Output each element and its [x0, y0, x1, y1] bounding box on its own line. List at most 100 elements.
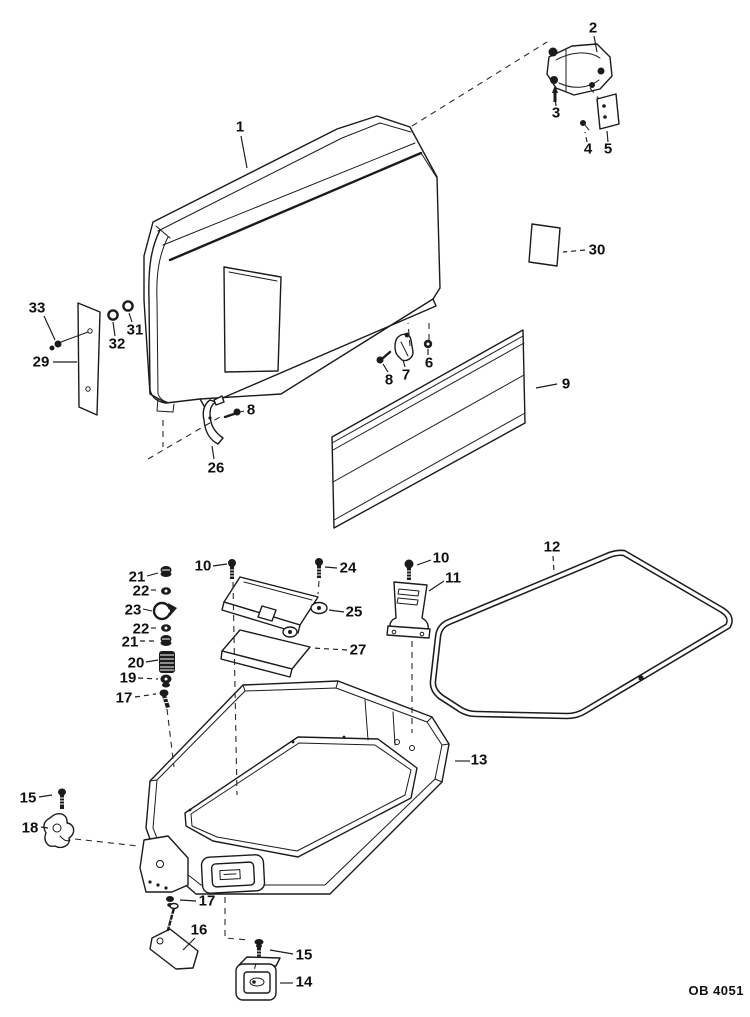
leader-line-9	[535, 383, 558, 389]
leader-line-5	[606, 130, 609, 143]
leader-line-8b	[239, 410, 245, 413]
part-label-21b: 21	[122, 634, 139, 651]
leader-line-11	[428, 580, 445, 592]
leader-line-15a	[38, 794, 53, 798]
part-bottom-cowl	[139, 680, 450, 907]
leader-line-17a	[134, 693, 157, 698]
hardware-column	[152, 566, 177, 708]
leader-line-32	[112, 321, 116, 337]
part-label-17a: 17	[116, 690, 133, 707]
part-label-9: 9	[562, 376, 570, 393]
part-label-10a: 10	[195, 558, 212, 575]
part-label-13: 13	[471, 752, 488, 769]
part-label-31: 31	[127, 322, 144, 339]
figure-code: OB 4051	[688, 983, 744, 998]
part-label-27: 27	[350, 642, 367, 659]
part-label-26: 26	[208, 460, 225, 477]
part-plate-5	[596, 93, 620, 130]
part-grommet-31	[122, 300, 134, 312]
part-label-29: 29	[33, 354, 50, 371]
cowl-side-bracket	[139, 835, 189, 893]
leader-line-23	[142, 608, 153, 612]
part-screw-33	[49, 331, 89, 351]
part-clip-7	[394, 332, 414, 362]
part-label-10b: 10	[433, 550, 450, 567]
part-hook-18	[43, 813, 75, 849]
seal-joint-mark	[638, 675, 644, 681]
part-label-3: 3	[552, 105, 560, 122]
leader-line-26	[211, 445, 215, 460]
part-label-22a: 22	[133, 583, 150, 600]
part-label-7: 7	[402, 367, 410, 384]
leader-line-31	[128, 312, 133, 323]
leader-line-4	[584, 131, 588, 143]
part-latch-assembly	[546, 43, 613, 96]
leader-line-25	[328, 609, 345, 613]
leader-line-12	[552, 555, 555, 573]
part-label-18: 18	[22, 820, 39, 837]
part-label-12: 12	[544, 539, 561, 556]
part-label-23: 23	[125, 602, 142, 619]
part-label-1: 1	[236, 119, 244, 136]
leader-line-16	[182, 937, 196, 951]
latch-pin	[548, 47, 558, 57]
part-nut-21-upper	[160, 566, 172, 577]
part-screw-10a	[228, 559, 236, 579]
leader-line-15b	[269, 949, 294, 955]
leader-line-19	[137, 677, 159, 680]
part-label-24: 24	[340, 560, 357, 577]
leader-line-2	[593, 35, 598, 53]
leader-line-10b	[416, 559, 432, 566]
leader-line-8a	[382, 363, 389, 373]
part-nut-6	[423, 339, 433, 349]
part-grommet-19	[160, 674, 172, 688]
part-latch-housing-14	[235, 956, 281, 1001]
part-label-8b: 8	[247, 402, 255, 419]
part-label-19: 19	[120, 670, 137, 687]
part-label-22b: 22	[133, 621, 150, 638]
leader-line-33	[43, 315, 56, 341]
leader-line-7	[402, 359, 406, 368]
part-screw-4	[580, 120, 590, 131]
leader-line-17b	[179, 899, 197, 902]
leader-line-3	[554, 96, 557, 107]
part-label-6: 6	[425, 355, 433, 372]
part-washer-22-upper	[161, 587, 171, 595]
part-decal-30	[528, 223, 561, 267]
leader-line-10a	[212, 563, 228, 567]
part-label-4: 4	[584, 141, 593, 158]
part-screw-10b	[404, 559, 414, 580]
part-bracket-26	[202, 395, 225, 445]
part-hook-23	[152, 601, 177, 621]
part-label-14: 14	[296, 974, 313, 991]
part-label-20: 20	[128, 655, 145, 672]
leader-line-30	[562, 249, 586, 253]
part-label-25: 25	[346, 604, 363, 621]
part-screw-24	[315, 558, 323, 578]
part-bracket-11	[386, 581, 431, 639]
part-screw-8a	[376, 350, 392, 364]
part-seal-12	[429, 549, 733, 720]
leader-line-24	[324, 566, 338, 569]
part-cover-25	[221, 576, 328, 638]
part-label-5: 5	[604, 141, 612, 158]
part-label-30: 30	[589, 242, 606, 259]
part-label-21a: 21	[129, 569, 146, 586]
leader-line-21a	[146, 572, 159, 577]
leader-line-27	[312, 647, 348, 651]
part-screw-15a	[58, 788, 66, 809]
cowl-recessed-panel	[223, 266, 282, 373]
part-washer-22-lower	[161, 624, 171, 632]
cowl-opening-rim	[184, 736, 418, 858]
part-top-cowl	[143, 115, 441, 413]
part-label-17b: 17	[199, 893, 216, 910]
part-pad-27	[220, 629, 311, 678]
part-spring-20	[159, 651, 175, 673]
assembly-guide-lines	[74, 41, 600, 972]
leader-line-20	[145, 659, 159, 663]
part-label-16: 16	[191, 922, 208, 939]
part-nut-21-lower	[160, 635, 172, 646]
